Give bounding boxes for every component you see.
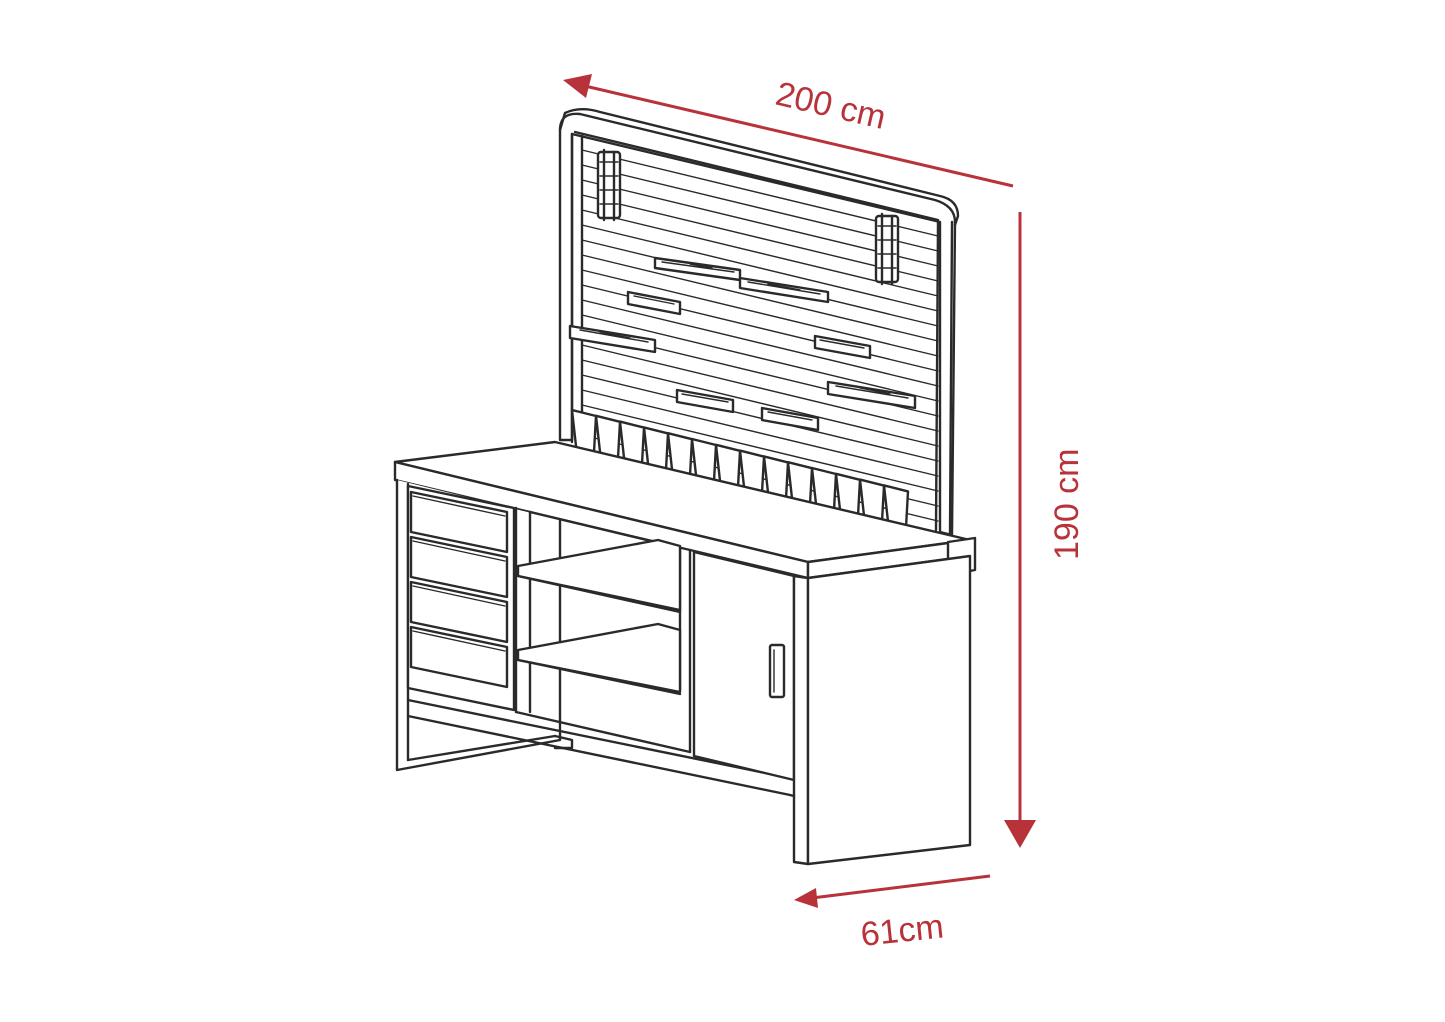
drawer-handle: [412, 495, 506, 517]
slat-line: [581, 404, 939, 492]
height-label: 190 cm: [1048, 449, 1086, 561]
drawer-handle: [412, 540, 506, 562]
slat-line: [581, 254, 939, 342]
workbench: [393, 440, 977, 866]
width-label: 200 cm: [772, 75, 889, 137]
slat-line: [581, 224, 939, 312]
slat-line: [581, 299, 939, 387]
tool-tray: [626, 290, 682, 316]
drawer: [409, 535, 509, 599]
hook-rack-left: [596, 148, 622, 222]
tool-tray: [738, 276, 830, 304]
cabinet-side: [806, 554, 972, 866]
slat-line: [581, 344, 939, 432]
dimension-height: 190 cm: [1004, 212, 1086, 848]
hook-rack-right: [874, 212, 900, 286]
slat-line: [581, 389, 939, 477]
pegboard-panel: [558, 108, 960, 537]
dimension-depth: 61cm: [794, 874, 991, 954]
tool-tray: [760, 406, 820, 432]
slat-line: [581, 359, 939, 447]
tool-tray: [653, 256, 742, 282]
slat-line: [581, 374, 939, 462]
door-handle: [768, 643, 786, 699]
tool-tray: [568, 324, 657, 354]
drawer-unit: [406, 484, 516, 712]
open-shelf: [406, 506, 792, 797]
tool-tray: [813, 334, 872, 360]
drawer: [409, 580, 509, 644]
drawer: [409, 490, 509, 554]
depth-label: 61cm: [859, 907, 946, 953]
slat-line: [581, 314, 939, 402]
tool-tray: [826, 380, 917, 410]
cabinet-door: [692, 550, 796, 782]
drawer-handle: [412, 630, 506, 652]
tool-tray: [675, 388, 735, 414]
slat-line: [581, 269, 939, 357]
drawer-handle: [412, 585, 506, 607]
drawer: [409, 625, 509, 689]
